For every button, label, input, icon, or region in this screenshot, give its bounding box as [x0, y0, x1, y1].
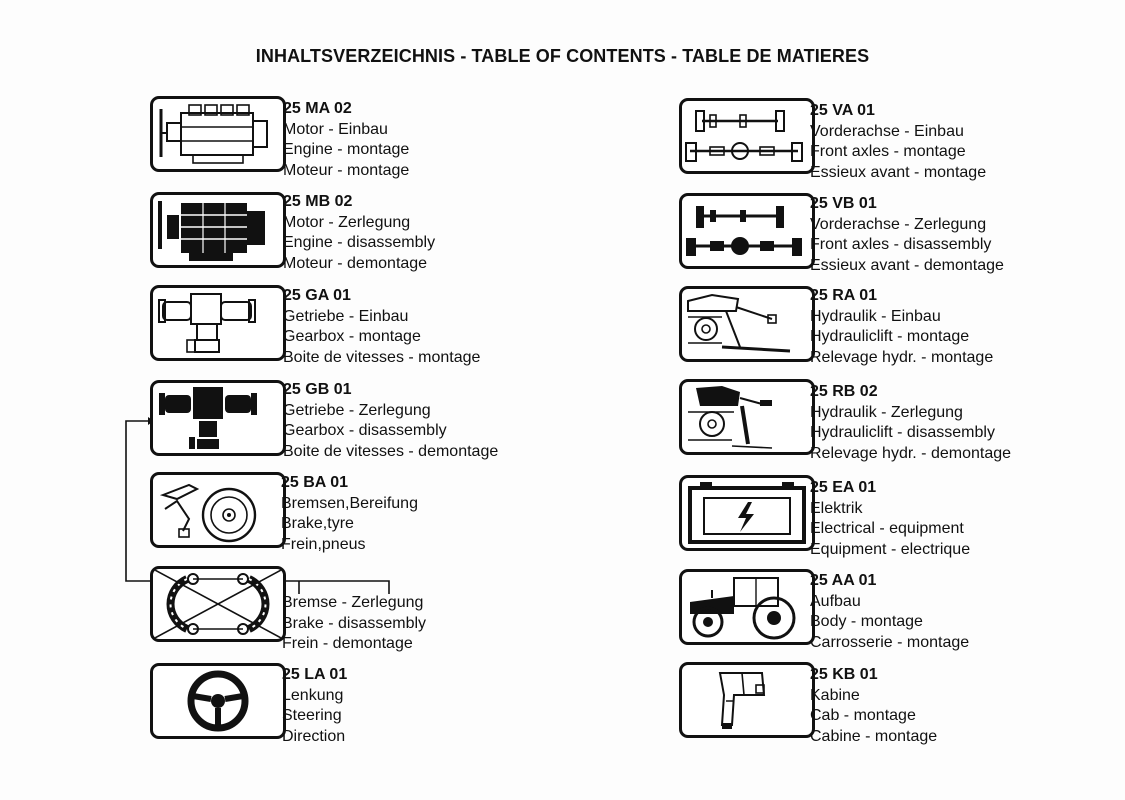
label-en: Hydrauliclift - disassembly [810, 424, 995, 441]
label-en: Engine - montage [283, 141, 410, 158]
label-fr: Equipment - electrique [810, 540, 971, 558]
section-code: 25 KB 01 [810, 666, 878, 683]
label-fr: Boite de vitesses - montage [283, 348, 481, 366]
engine-disassembly-icon [150, 192, 286, 268]
label-en: Engine - disassembly [283, 234, 436, 251]
hydraulic-disassembly-icon [679, 379, 815, 455]
label-de: Motor - Einbau [283, 120, 388, 138]
label-en: Brake - disassembly [282, 614, 427, 632]
label-en: Gearbox - montage [283, 328, 421, 345]
label-de: Aufbau [810, 592, 861, 610]
front-axle-disassembly-icon [679, 193, 815, 269]
label-fr: Frein,pneus [281, 535, 366, 553]
section-code: 25 MA 02 [283, 100, 352, 117]
label-de: Elektrik [810, 499, 863, 517]
label-fr: Carrosserie - montage [810, 633, 970, 651]
battery-lightning-icon [679, 475, 815, 551]
brake-shoe-crossed-icon [150, 566, 286, 642]
label-fr: Relevage hydr. - montage [810, 348, 994, 366]
label-fr: Direction [282, 727, 346, 745]
tractor-icon [679, 569, 815, 645]
steering-wheel-icon [150, 663, 286, 739]
label-de: Kabine [810, 686, 860, 704]
label-fr: Cabine - montage [810, 727, 938, 745]
label-de: Lenkung [282, 686, 344, 704]
gearbox-icon [150, 285, 286, 361]
label-en: Electrical - equipment [810, 520, 964, 537]
label-en: Body - montage [810, 613, 923, 630]
label-en: Steering [282, 707, 342, 724]
label-fr: Essieux avant - demontage [810, 256, 1004, 274]
hydraulic-lift-icon [679, 286, 815, 362]
cab-frame-icon [679, 662, 815, 738]
section-code: 25 RA 01 [810, 287, 877, 304]
label-fr: Frein - demontage [282, 635, 413, 652]
page-title: INHALTSVERZEICHNIS - TABLE OF CONTENTS -… [255, 46, 870, 66]
section-code: 25 MB 02 [283, 193, 353, 210]
label-en: Hydrauliclift - montage [810, 328, 970, 345]
label-en: Gearbox - disassembly [283, 422, 447, 439]
label-de: Hydraulik - Einbau [810, 307, 941, 325]
label-fr: Moteur - montage [283, 161, 410, 179]
section-code: 25 AA 01 [810, 572, 877, 589]
section-code: 25 RB 02 [810, 383, 878, 400]
label-en: Front axles - montage [810, 143, 966, 160]
section-code: 25 VB 01 [810, 195, 877, 212]
gearbox-disassembly-icon [150, 380, 286, 456]
section-code: 25 EA 01 [810, 479, 877, 496]
label-de: Getriebe - Zerlegung [283, 401, 431, 419]
section-code: 25 GB 01 [283, 381, 352, 398]
label-de: Motor - Zerlegung [283, 213, 411, 231]
label-en: Cab - montage [810, 707, 916, 724]
label-fr: Moteur - demontage [283, 254, 428, 272]
label-fr: Boite de vitesses - demontage [283, 442, 499, 460]
label-de: Vorderachse - Zerlegung [810, 215, 987, 233]
engine-icon [150, 96, 286, 172]
brake-tyre-icon [150, 472, 286, 548]
section-code: 25 GA 01 [283, 287, 351, 304]
section-code: 25 VA 01 [810, 102, 875, 119]
label-en: Brake,tyre [281, 515, 354, 532]
section-code: 25 LA 01 [282, 666, 348, 683]
label-de: Getriebe - Einbau [283, 307, 409, 325]
label-fr: Essieux avant - montage [810, 163, 987, 181]
label-fr: Relevage hydr. - demontage [810, 444, 1012, 462]
label-de: Vorderachse - Einbau [810, 122, 964, 140]
section-code: 25 BA 01 [281, 474, 348, 491]
label-de: Bremsen,Bereifung [281, 494, 418, 512]
label-de: Bremse - Zerlegung [282, 594, 424, 611]
label-en: Front axles - disassembly [810, 236, 992, 253]
front-axle-icon [679, 98, 815, 174]
label-de: Hydraulik - Zerlegung [810, 403, 963, 421]
